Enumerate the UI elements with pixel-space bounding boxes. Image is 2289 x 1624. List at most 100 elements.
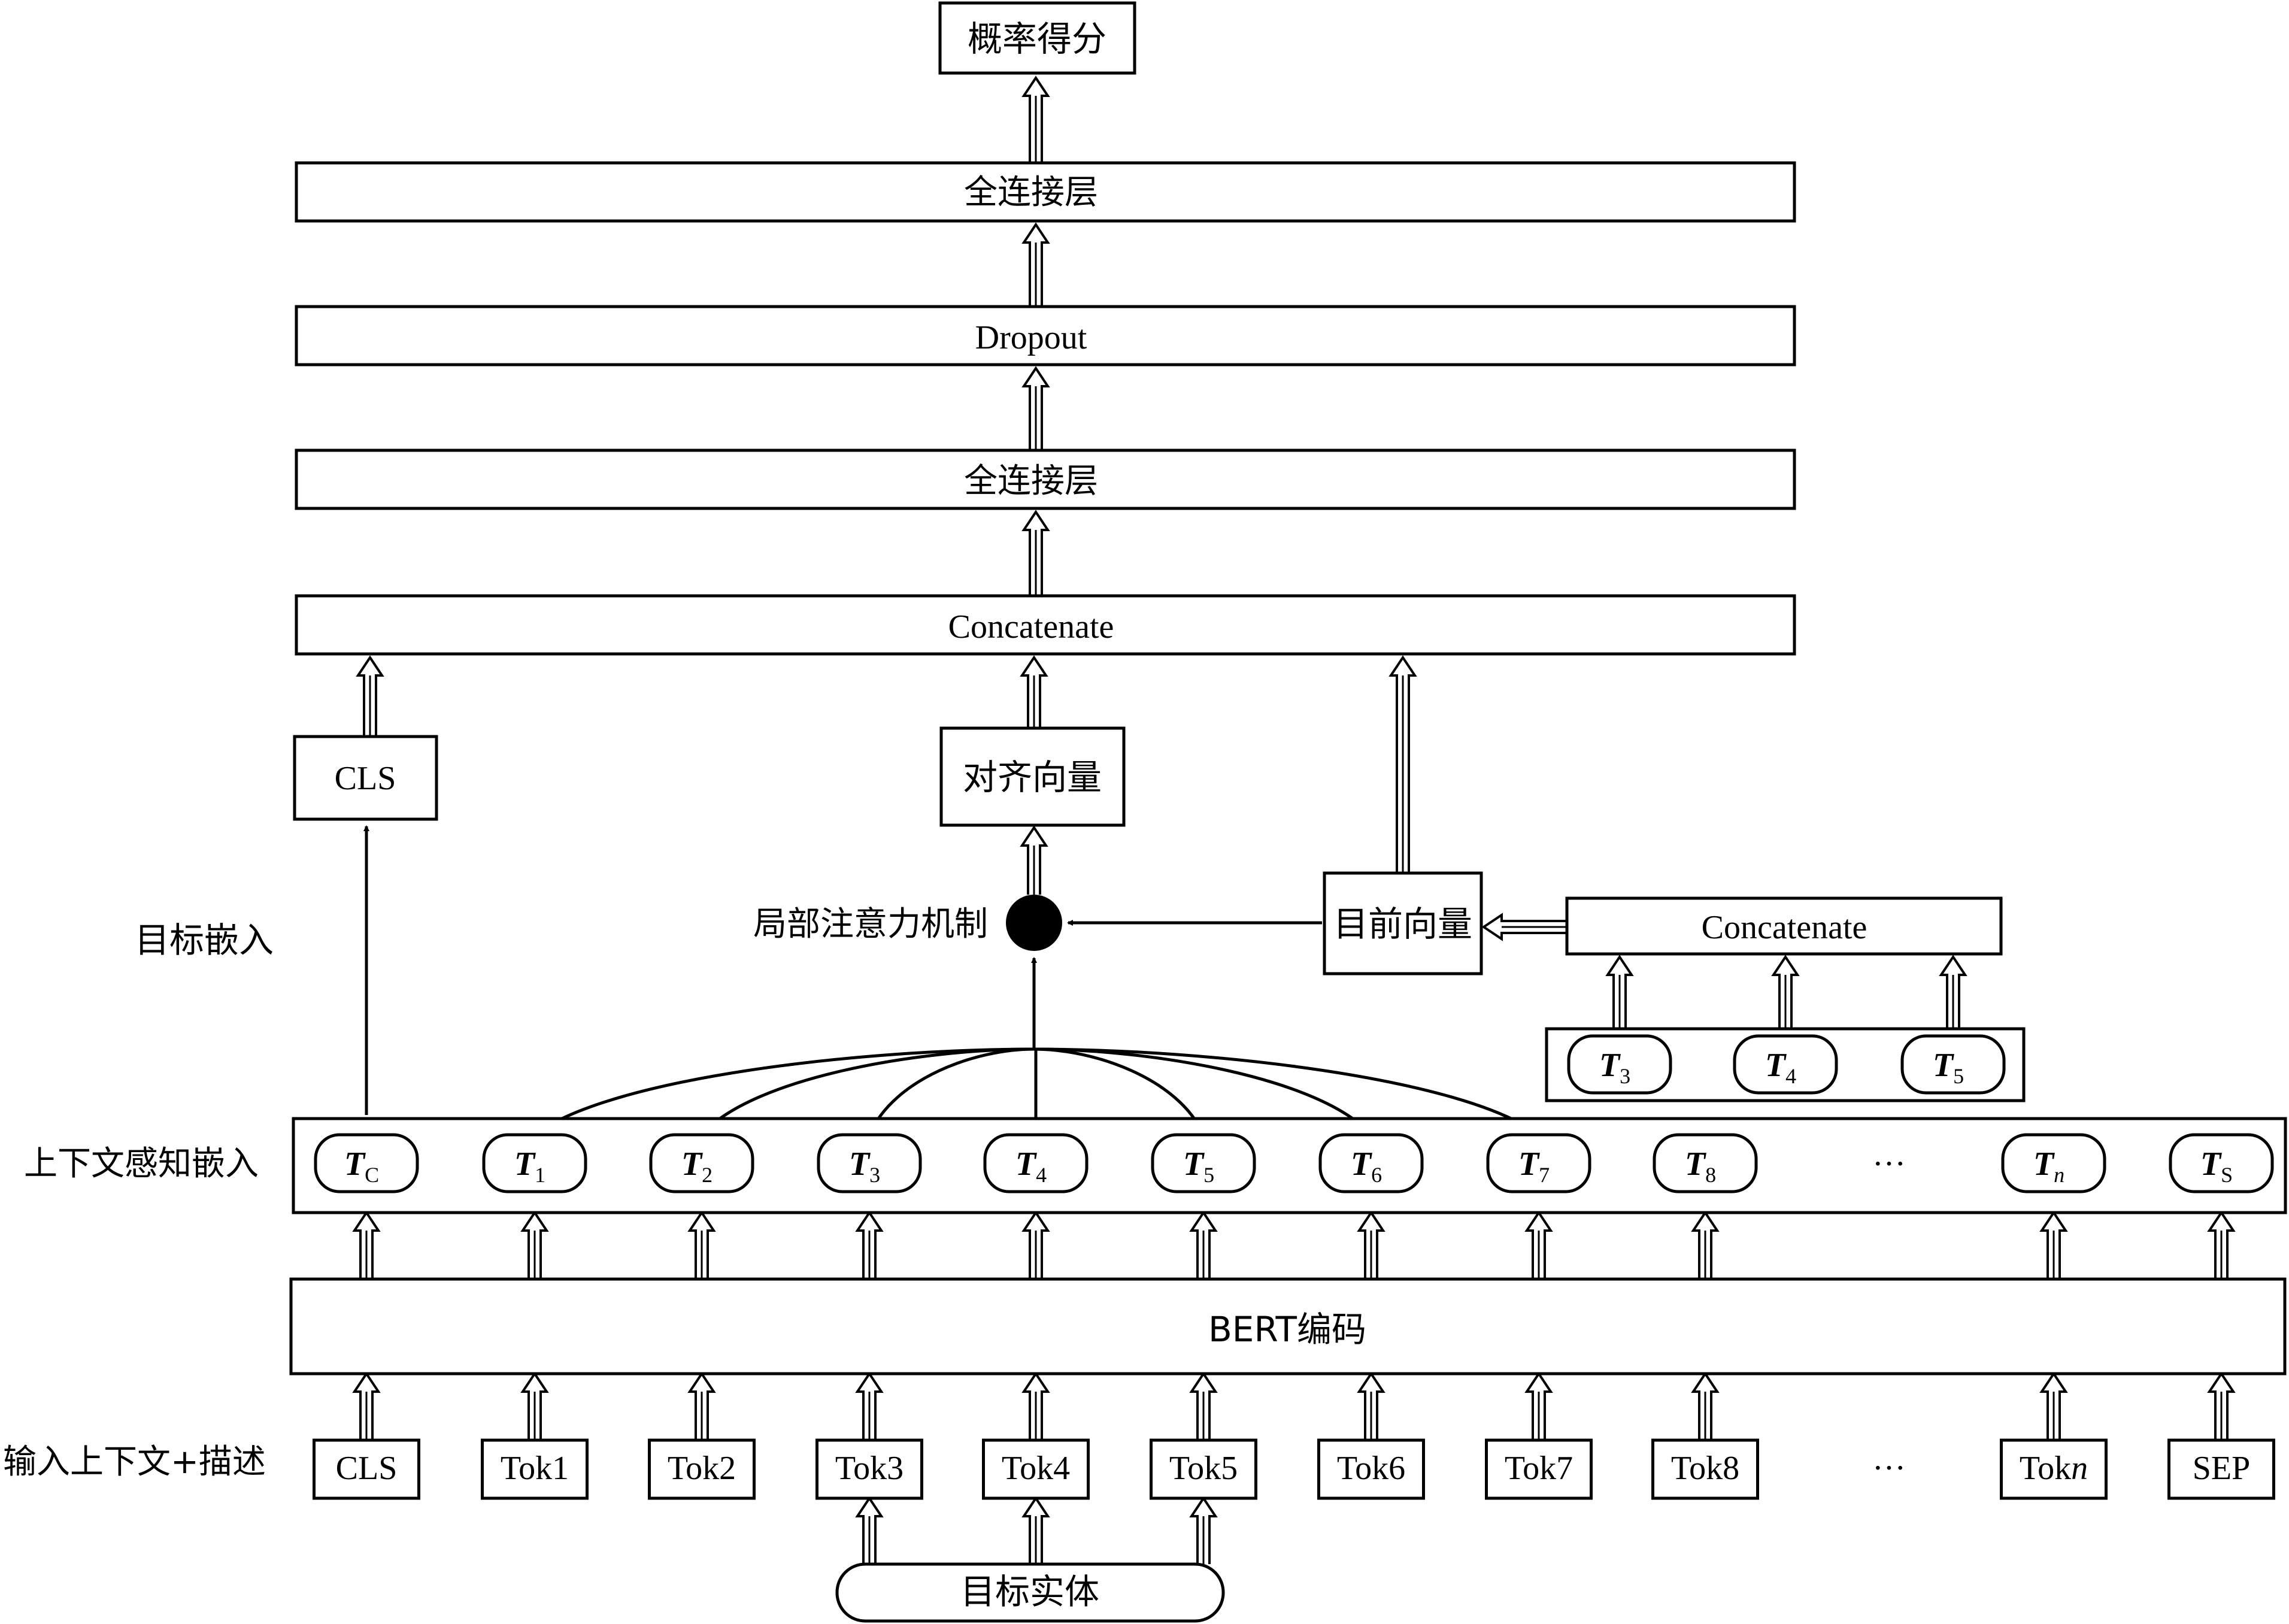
- input-token-11: SEP: [2167, 1438, 2275, 1500]
- input-to-bert-arrow-4: [1021, 1371, 1050, 1440]
- input-ellipsis: ···: [1872, 1450, 1906, 1487]
- embedding-token-2: T2: [649, 1133, 754, 1193]
- input-token-label: Tok7: [1505, 1450, 1573, 1487]
- input-token-box: [313, 1438, 420, 1500]
- embedding-token-pill: [1151, 1133, 1256, 1193]
- input-to-bert-arrow-10: [2039, 1371, 2068, 1440]
- input-token-label: Tok3: [835, 1450, 904, 1487]
- input-to-bert-arrow-8: [1691, 1371, 1720, 1440]
- small-token-to-concat-arrow: [1939, 955, 1967, 1029]
- input-token-label: Tokn: [2020, 1450, 2088, 1487]
- target-entity-label: 目标实体: [960, 1571, 1099, 1612]
- embedding-token-8: T8: [1653, 1133, 1758, 1193]
- embedding-token-9: ···: [1872, 1146, 1906, 1183]
- concatenate-main: Concatenate: [295, 594, 1796, 656]
- embedding-token-pill: [1653, 1133, 1758, 1193]
- embedding-token-11: TS: [2169, 1133, 2274, 1193]
- embedding-token-pill: [314, 1133, 419, 1193]
- bert-to-embed-arrow-3: [855, 1210, 884, 1279]
- bert-to-embed-arrow-2: [687, 1210, 716, 1279]
- input-token-8: Tok8: [1651, 1438, 1759, 1500]
- input-token-label: Tok2: [668, 1450, 736, 1487]
- input-to-bert-arrow-7: [1524, 1371, 1553, 1440]
- embedding-token-pill: [482, 1133, 587, 1193]
- current-to-concat-arrow: [1388, 655, 1417, 873]
- embedding-token-3: T3: [817, 1133, 922, 1193]
- alignment-vector-node: 对齐向量: [939, 726, 1126, 827]
- target-embedding-label: 目标嵌入: [135, 920, 274, 961]
- input-token-3: Tok3: [815, 1438, 923, 1500]
- bert-to-embed-arrow-7: [1524, 1210, 1553, 1279]
- input-to-bert-arrow-5: [1189, 1371, 1218, 1440]
- input-token-label: SEP: [2193, 1450, 2251, 1487]
- cls-node: CLS: [293, 735, 438, 821]
- concatenate-small-label: Concatenate: [1702, 909, 1867, 946]
- concat-small-to-current-arrow: [1481, 913, 1567, 941]
- embedding-token-pill: [817, 1133, 922, 1193]
- input-token-box: [2167, 1438, 2275, 1500]
- small-token-2: T5: [1900, 1034, 2006, 1095]
- input-token-4: Tok4: [982, 1438, 1090, 1500]
- input-token-10: Tokn: [2000, 1438, 2108, 1500]
- embedding-token-4: T4: [983, 1133, 1089, 1193]
- embedding-token-pill: [983, 1133, 1089, 1193]
- input-token-2: Tok2: [648, 1438, 756, 1500]
- small-token-to-concat-arrow: [1605, 955, 1634, 1029]
- embedding-token-pill: [2001, 1133, 2106, 1193]
- dropout-layer: Dropout: [295, 305, 1796, 366]
- input-token-label: CLS: [336, 1450, 398, 1487]
- embedding-token-6: T6: [1318, 1133, 1424, 1193]
- fully-connected-layer-top: 全连接层: [295, 161, 1796, 223]
- dropout-label: Dropout: [975, 319, 1087, 356]
- local-attention-node: [1006, 895, 1062, 951]
- embedding-token-label: T2: [681, 1146, 713, 1187]
- small-token-1: T4: [1733, 1034, 1838, 1095]
- bert-encoder: BERT编码: [289, 1277, 2287, 1375]
- bert-to-embed-arrow-10: [2039, 1210, 2068, 1279]
- input-token-0: CLS: [313, 1438, 420, 1500]
- attention-curve-t7: [1033, 1047, 1540, 1137]
- context-embedding-label: 上下文感知嵌入: [24, 1144, 259, 1183]
- input-to-bert-arrow-1: [520, 1371, 549, 1440]
- embedding-token-pill: [1486, 1133, 1591, 1193]
- target-entity-node: 目标实体: [835, 1562, 1225, 1623]
- current-vector-label: 目前向量: [1333, 904, 1472, 944]
- fc-to-score-arrow: [1021, 75, 1050, 163]
- concatenate-main-label: Concatenate: [948, 608, 1114, 646]
- embedding-token-pill: [2169, 1133, 2274, 1193]
- attention-curve-t2: [701, 1047, 1035, 1136]
- input-token-box: [648, 1438, 756, 1500]
- small-token-to-concat-arrow: [1771, 955, 1800, 1029]
- input-token-label: Tok1: [501, 1450, 569, 1487]
- attention-curves: [533, 1047, 1540, 1137]
- bert-to-embed-arrow-1: [520, 1210, 549, 1279]
- entity-to-tok-arrow-4: [1021, 1496, 1050, 1564]
- input-to-bert-arrow-0: [352, 1371, 381, 1440]
- input-label: 输入上下文+描述: [3, 1443, 266, 1481]
- input-to-bert-arrow-2: [687, 1371, 716, 1440]
- input-token-label: Tok8: [1671, 1450, 1739, 1487]
- entity-to-tok-arrow-5: [1189, 1496, 1218, 1564]
- alignment-vector-label: 对齐向量: [963, 757, 1102, 798]
- entity-to-tok-arrow-3: [855, 1496, 884, 1564]
- cls-to-concat-arrow: [356, 655, 384, 737]
- concatenate-small: Concatenate: [1565, 896, 2003, 956]
- bert-to-embed-arrow-0: [352, 1210, 381, 1279]
- input-token-box: [1317, 1438, 1425, 1500]
- small-token-pill: [1567, 1034, 1672, 1095]
- bert-encoder-label: BERT编码: [1208, 1309, 1366, 1350]
- input-to-bert-arrow-3: [855, 1371, 884, 1440]
- fc-layer-top-label: 全连接层: [964, 173, 1098, 212]
- input-token-6: Tok6: [1317, 1438, 1425, 1500]
- input-token-box: [982, 1438, 1090, 1500]
- bert-to-embed-arrow-8: [1691, 1210, 1720, 1279]
- embedding-ellipsis: ···: [1872, 1146, 1906, 1183]
- input-token-1: Tok1: [481, 1438, 589, 1500]
- input-token-7: Tok7: [1485, 1438, 1593, 1500]
- embedding-token-pill: [649, 1133, 754, 1193]
